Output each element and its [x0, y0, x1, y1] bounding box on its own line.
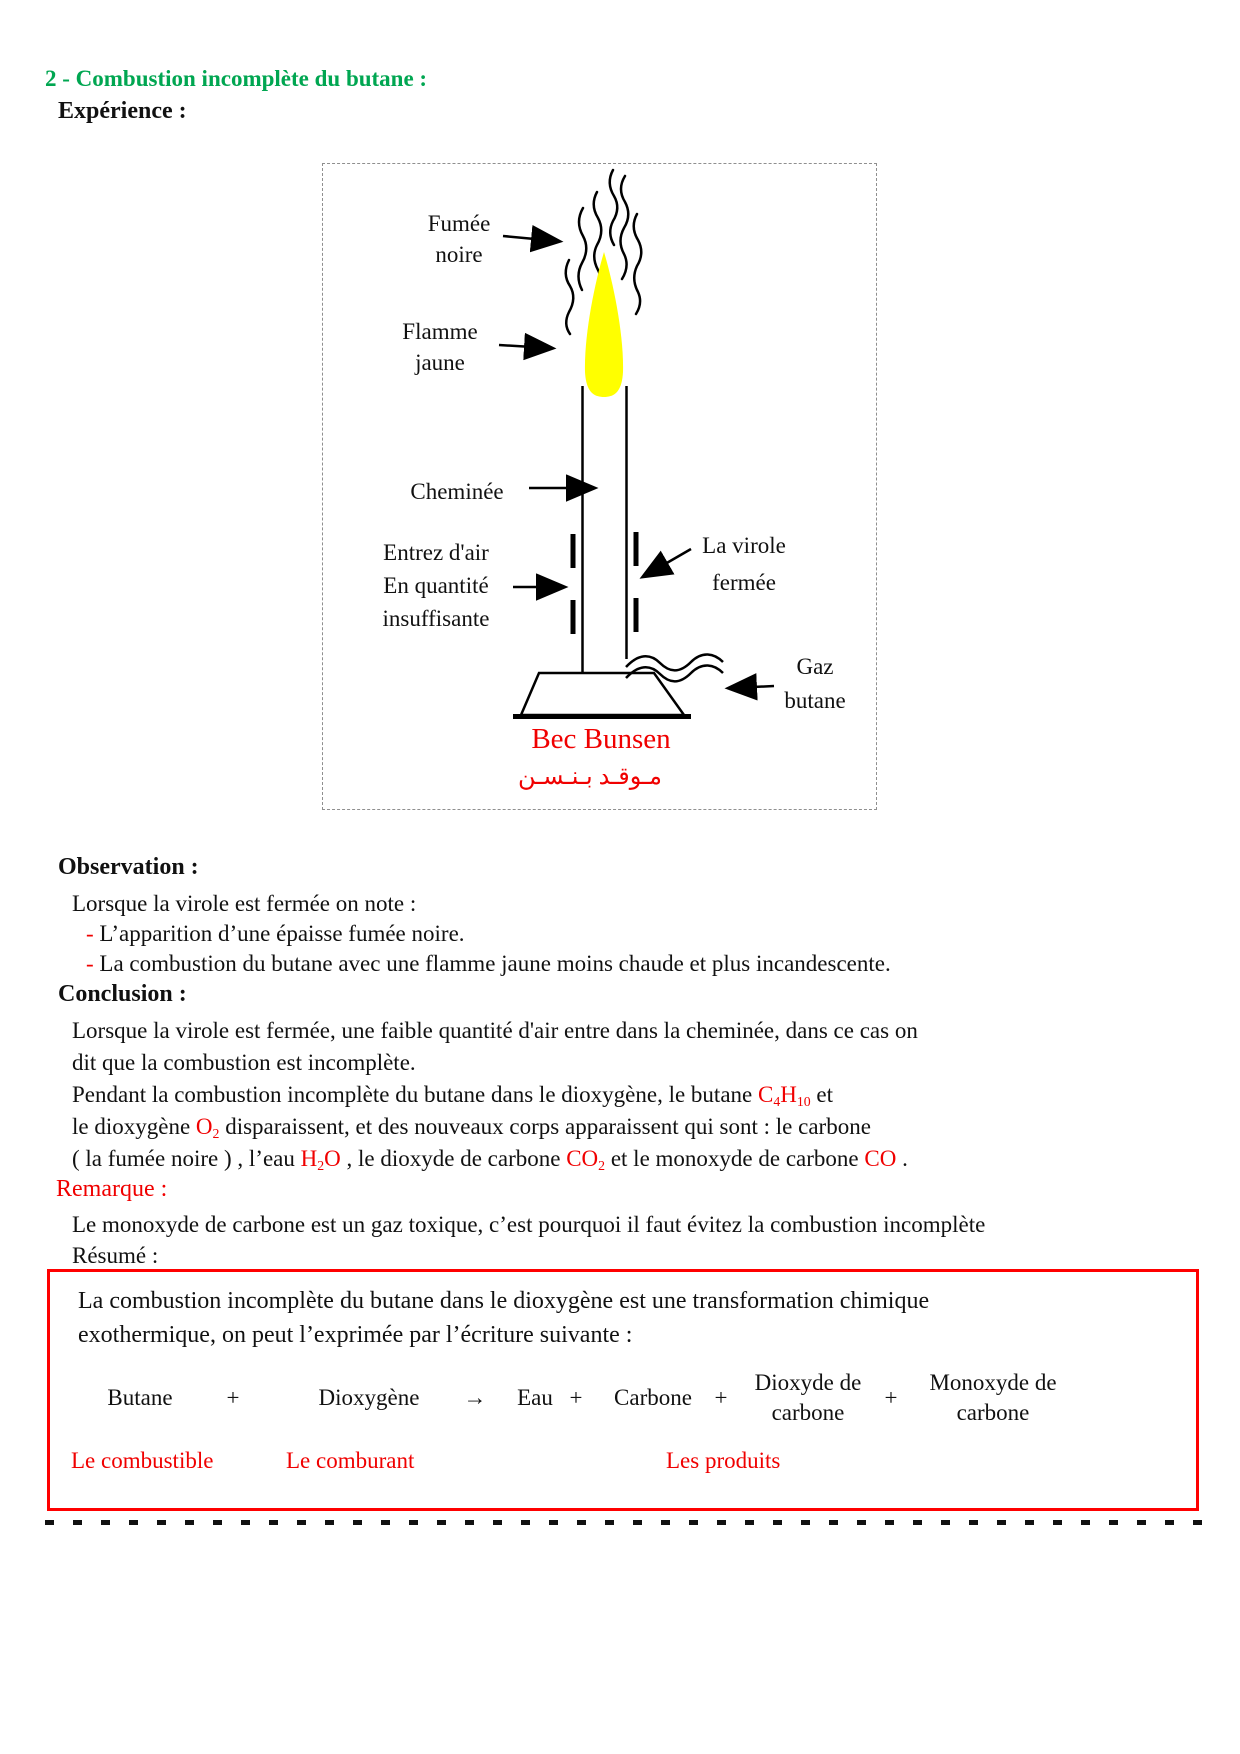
- conclusion-heading: Conclusion :: [58, 981, 187, 1007]
- text-segment: , le dioxyde de carbone: [340, 1146, 567, 1171]
- label-gaz-butane: Gaz butane: [784, 654, 846, 713]
- text-segment: +: [714, 1385, 728, 1410]
- label-entree-air: Entrez d'air En quantité insuffisante: [382, 540, 490, 631]
- resume-line: exothermique, on peut l’exprimée par l’é…: [78, 1322, 633, 1348]
- bullet-text: La combustion du butane avec une flamme …: [99, 951, 891, 976]
- arrow-flamme: [498, 332, 557, 361]
- text-segment: 2: [212, 1125, 220, 1141]
- arrow-virole: [639, 547, 692, 579]
- text-segment: Dioxygène: [318, 1385, 420, 1410]
- text-segment: et le monoxyde de carbone: [605, 1146, 865, 1171]
- bunsen-burner-diagram: Fumée noire Flamme jaune Cheminée Entrez…: [322, 163, 877, 810]
- arrow-gaz: [724, 673, 775, 701]
- observation-bullet: - La combustion du butane avec une flamm…: [86, 949, 891, 979]
- text-segment: 4: [773, 1093, 781, 1109]
- page-title: 2 - Combustion incomplète du butane :: [45, 66, 428, 91]
- yellow-flame-shape: [584, 252, 624, 397]
- label-flamme-jaune: Flamme jaune: [402, 319, 478, 375]
- text-segment: 2: [317, 1157, 325, 1173]
- text-segment: Monoxyde de carbone: [929, 1370, 1057, 1425]
- dashed-separator: [45, 1520, 1203, 1525]
- experience-heading: Expérience :: [58, 98, 187, 124]
- text-segment: Pendant la combustion incomplète du buta…: [72, 1082, 758, 1107]
- resume-label: Résumé :: [72, 1243, 159, 1268]
- text-segment: +: [226, 1385, 240, 1410]
- black-smoke-icon: [564, 168, 643, 336]
- remarque-text: Le monoxyde de carbone est un gaz toxiqu…: [72, 1212, 986, 1237]
- remarque-heading: Remarque :: [56, 1176, 168, 1202]
- annotation-arrows: [498, 224, 775, 701]
- text-segment: CO: [864, 1146, 897, 1171]
- label-virole-fermee: La virole fermée: [702, 533, 786, 595]
- text-segment: O: [195, 1114, 213, 1139]
- text-segment: 10: [796, 1093, 811, 1109]
- role-combustible: Le combustible: [71, 1448, 214, 1473]
- virole-collar-bars: [570, 532, 639, 634]
- observation-bullet: - L’apparition d’une épaisse fumée noire…: [86, 919, 465, 949]
- caption-bec-bunsen: Bec Bunsen: [531, 723, 671, 755]
- text-segment: 2: [598, 1157, 606, 1173]
- text-segment: →: [463, 1385, 487, 1410]
- text-segment: +: [569, 1385, 583, 1410]
- text-segment: Butane: [107, 1385, 173, 1410]
- conclusion-line: ( la fumée noire ) , l’eau H2O , le diox…: [72, 1144, 908, 1181]
- label-fumee-noire: Fumée noire: [427, 211, 491, 267]
- text-segment: .: [896, 1146, 908, 1171]
- conclusion-line: Lorsque la virole est fermée, une faible…: [72, 1018, 918, 1043]
- resume-line: La combustion incomplète du butane dans …: [78, 1288, 930, 1314]
- resume-box: La combustion incomplète du butane dans …: [47, 1269, 1199, 1511]
- text-segment: O: [324, 1146, 341, 1171]
- bullet-dash: -: [86, 951, 94, 976]
- label-cheminee: Cheminée: [410, 479, 504, 504]
- text-segment: CO: [566, 1146, 599, 1171]
- conclusion-line: le dioxygène O2 disparaissent, et des no…: [72, 1112, 871, 1149]
- text-segment: H: [300, 1146, 318, 1171]
- caption-bec-bunsen-arabic: مـوقـد بـنـسـن: [517, 764, 663, 790]
- text-segment: H: [780, 1082, 797, 1107]
- text-segment: le dioxygène: [72, 1114, 196, 1139]
- bullet-text: L’apparition d’une épaisse fumée noire.: [99, 921, 465, 946]
- text-segment: et: [810, 1082, 834, 1107]
- text-segment: ( la fumée noire ) , l’eau: [72, 1146, 301, 1171]
- text-segment: +: [884, 1385, 898, 1410]
- observation-heading: Observation :: [58, 854, 199, 880]
- text-segment: C: [758, 1082, 774, 1107]
- text-segment: disparaissent, et des nouveaux corps app…: [219, 1114, 871, 1139]
- chimney-tube: [581, 386, 628, 692]
- text-segment: Dioxyde de carbone: [754, 1370, 862, 1425]
- word-equation-row: Butane + Dioxygène → Eau + Carbone + Dioxyde de …: [50, 1352, 1196, 1444]
- conclusion-line: Pendant la combustion incomplète du buta…: [72, 1080, 833, 1117]
- role-comburant: Le comburant: [286, 1448, 415, 1473]
- text-segment: Carbone: [614, 1385, 692, 1410]
- observation-intro: Lorsque la virole est fermée on note :: [72, 891, 417, 916]
- arrow-fumee: [502, 224, 564, 253]
- gas-hose: [625, 653, 724, 683]
- conclusion-line: dit que la combustion est incomplète.: [72, 1050, 416, 1075]
- burner-base: [513, 671, 691, 719]
- role-produits: Les produits: [666, 1448, 781, 1473]
- text-segment: Eau: [517, 1385, 553, 1410]
- bunsen-burner-drawing: [498, 168, 775, 719]
- bullet-dash: -: [86, 921, 94, 946]
